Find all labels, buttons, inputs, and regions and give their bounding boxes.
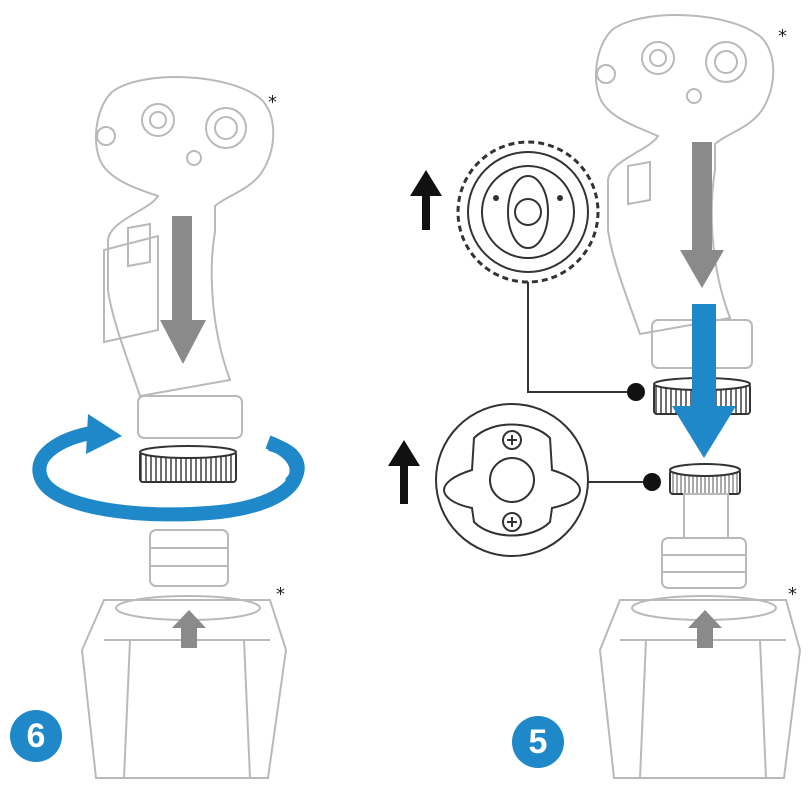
left-stem xyxy=(149,529,229,587)
down-arrow-icon xyxy=(672,304,736,458)
down-arrow-icon xyxy=(160,216,206,364)
nut-detail-callout xyxy=(456,140,600,284)
right-grip-asterisk: * xyxy=(778,26,787,47)
left-joystick-grip xyxy=(95,76,275,439)
left-locking-collar xyxy=(139,445,237,483)
right-joystick-grip xyxy=(595,14,775,369)
step-6-number: 6 xyxy=(26,716,46,755)
up-arrow-icon xyxy=(410,170,442,230)
left-base-asterisk: * xyxy=(276,584,285,605)
up-arrow-icon xyxy=(172,610,206,648)
screw-plate-callout xyxy=(435,403,589,557)
step-5-number: 5 xyxy=(528,722,548,761)
step-5-badge: 5 xyxy=(512,716,564,768)
right-base xyxy=(598,595,802,779)
down-arrow-icon xyxy=(680,142,724,288)
right-base-asterisk: * xyxy=(788,584,797,605)
step-6-badge: 6 xyxy=(10,710,62,762)
step-6-assembly: * * xyxy=(32,76,305,779)
right-threaded-top xyxy=(669,463,741,495)
up-arrow-icon xyxy=(688,610,722,648)
rotate-arrowhead xyxy=(86,414,122,454)
left-grip-asterisk: * xyxy=(268,92,277,113)
step-5-assembly: * xyxy=(595,14,802,779)
right-stem xyxy=(661,493,747,589)
up-arrow-icon xyxy=(388,440,420,504)
screw-icon xyxy=(502,430,522,450)
callouts xyxy=(388,140,661,557)
screw-icon xyxy=(502,512,522,532)
